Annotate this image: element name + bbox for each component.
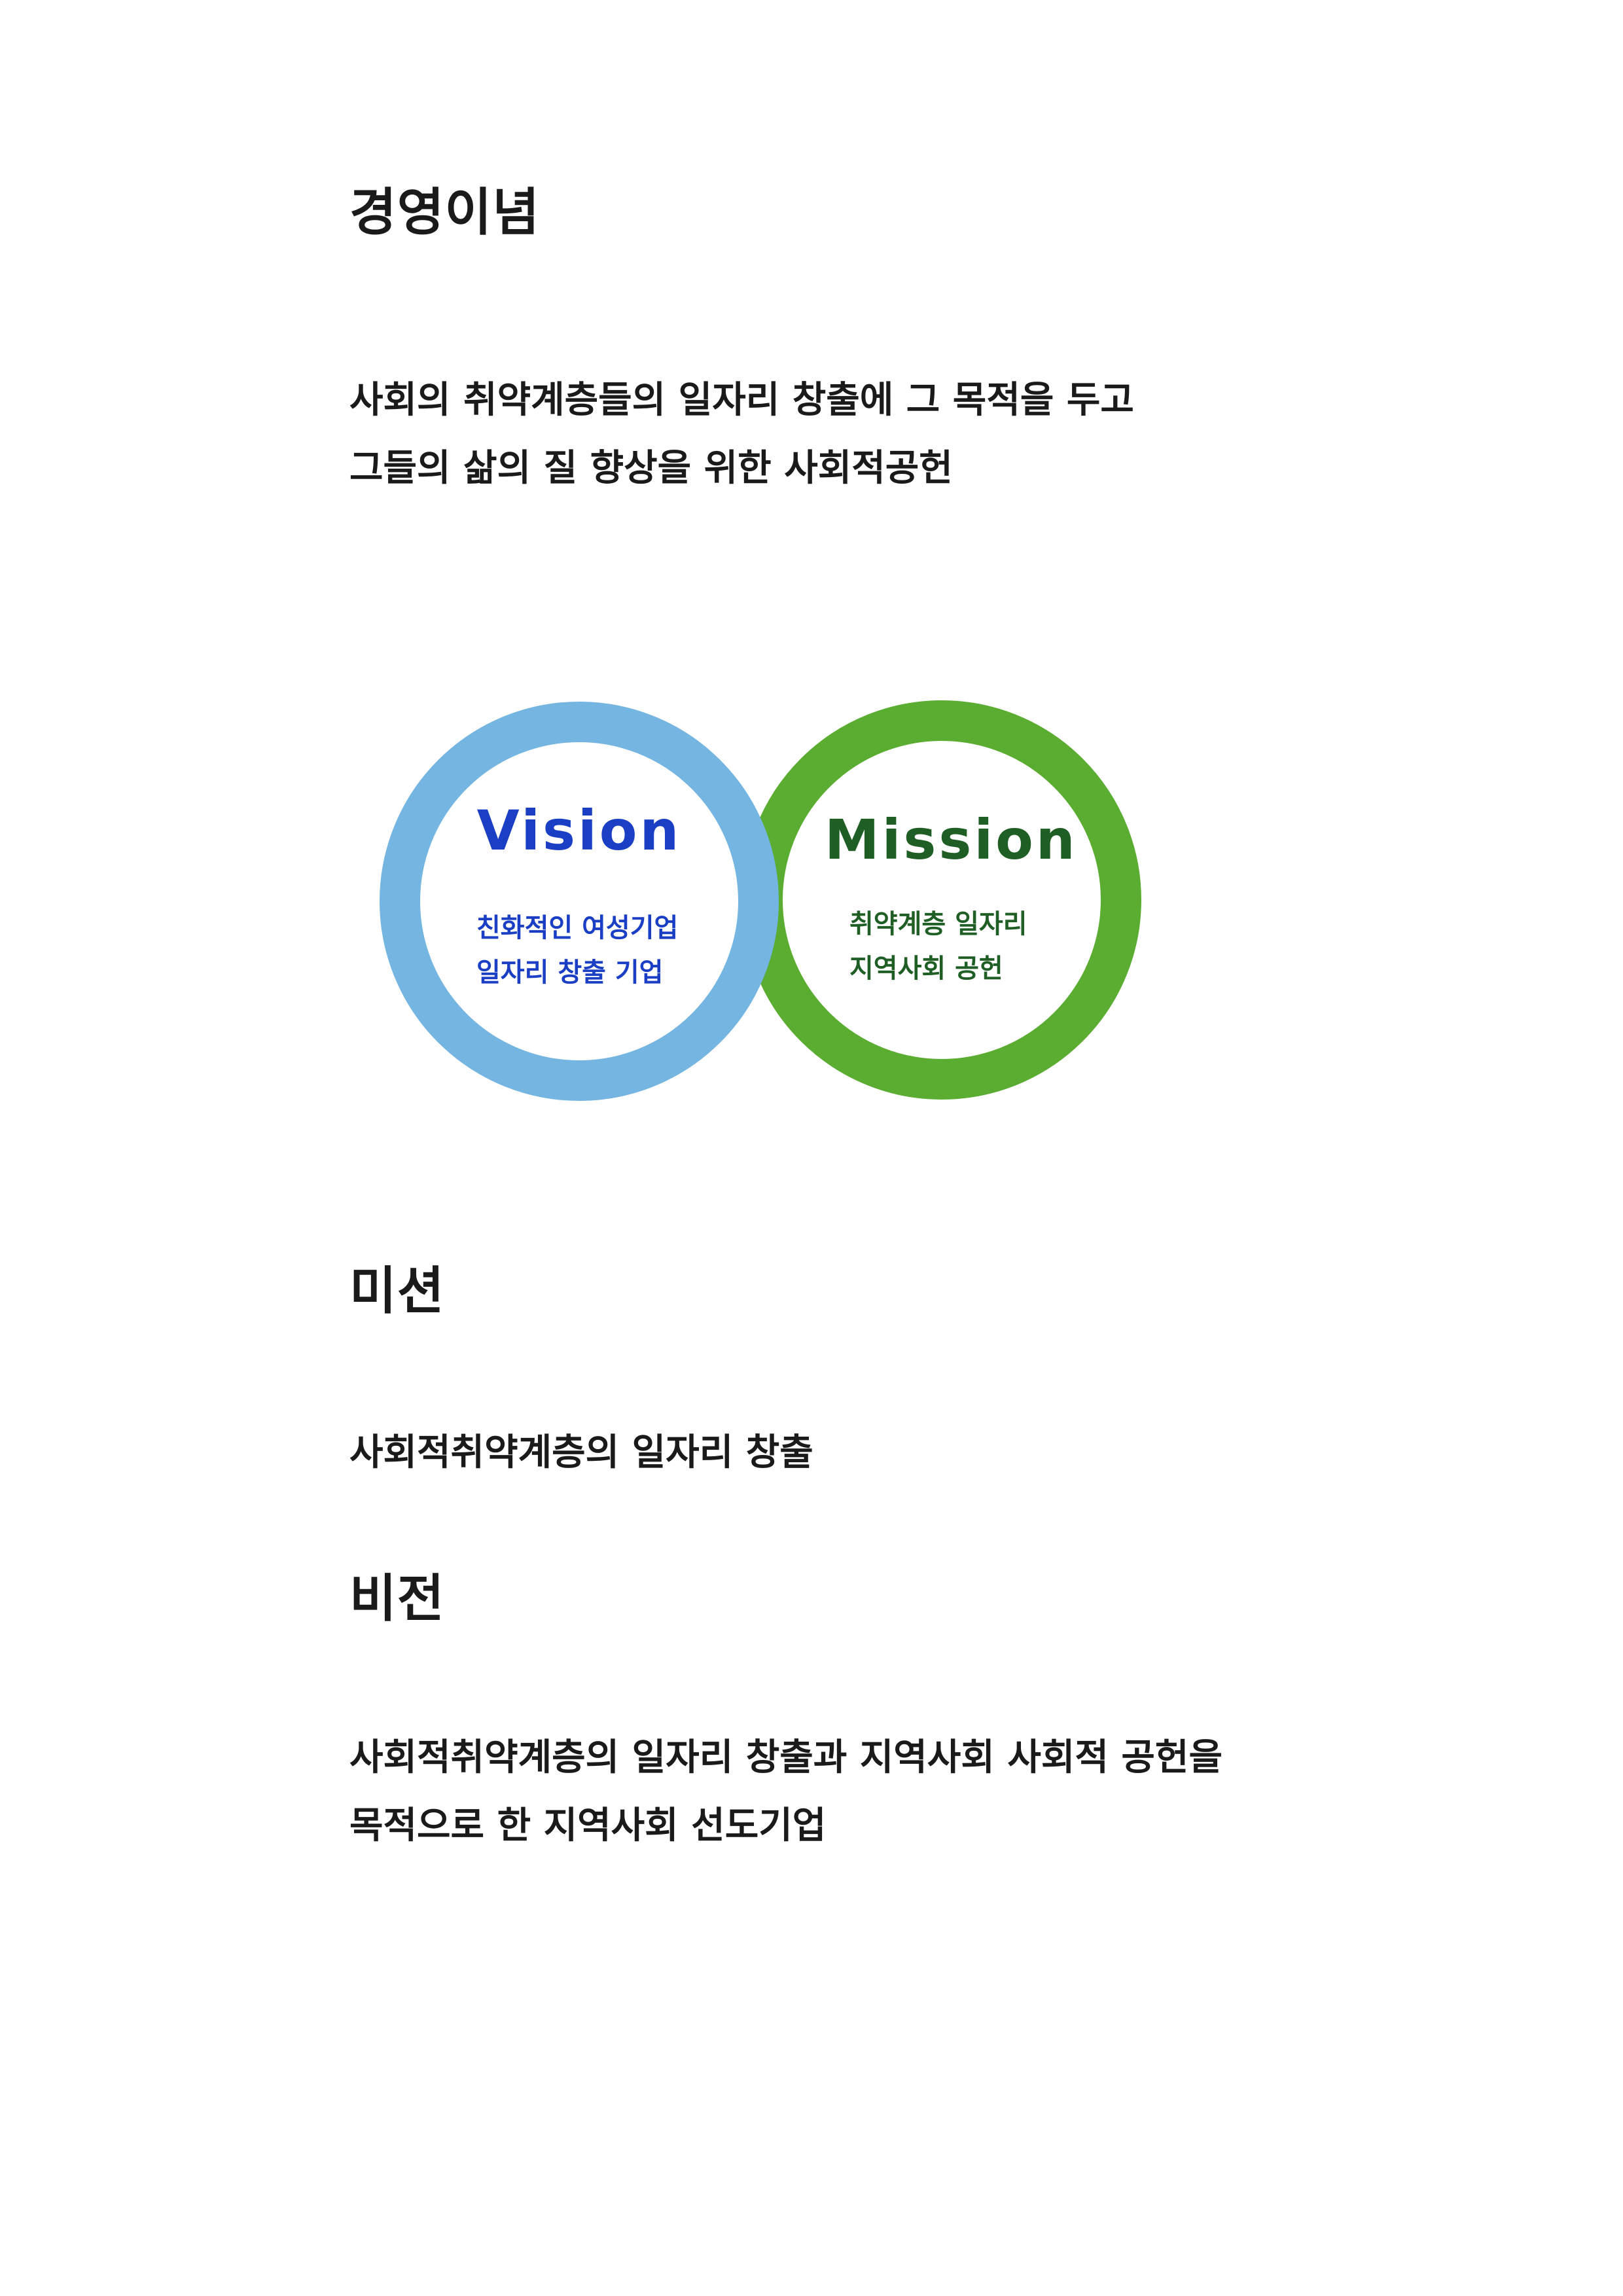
vision-heading: 비전: [349, 1570, 445, 1628]
mission-line-1: 취약계층 일자리: [849, 909, 1027, 939]
vision-line-1: 친화적인 여성기업: [476, 913, 679, 943]
mission-title: Mission: [825, 808, 1078, 872]
vision-ring: [380, 702, 779, 1101]
vision-description: 친화적인 여성기업 일자리 창출 기업: [476, 906, 678, 995]
philosophy-line-2: 그들의 삶의 질 향상을 위한 사회적공헌: [349, 447, 953, 490]
vision-text-line-2: 목적으로 한 지역사회 선도기업: [349, 1804, 827, 1847]
vision-text-line-1: 사회적취약계층의 일자리 창출과 지역사회 사회적 공헌을: [349, 1736, 1222, 1779]
mission-description: 취약계층 일자리 지역사회 공헌: [849, 902, 1027, 991]
mission-line-2: 지역사회 공헌: [849, 954, 1003, 984]
vision-title: Vision: [476, 798, 682, 863]
mission-ring: [742, 700, 1141, 1100]
philosophy-heading: 경영이념: [349, 183, 541, 242]
mission-text: 사회적취약계층의 일자리 창출: [349, 1431, 813, 1474]
philosophy-line-1: 사회의 취약계층들의 일자리 창출에 그 목적을 두고: [349, 379, 1134, 422]
philosophy-text: 사회의 취약계층들의 일자리 창출에 그 목적을 두고 그들의 삶의 질 향상을…: [349, 367, 1134, 503]
mission-heading: 미션: [349, 1262, 445, 1321]
vision-line-2: 일자리 창출 기업: [476, 958, 664, 988]
vision-text: 사회적취약계층의 일자리 창출과 지역사회 사회적 공헌을 목적으로 한 지역사…: [349, 1724, 1222, 1860]
